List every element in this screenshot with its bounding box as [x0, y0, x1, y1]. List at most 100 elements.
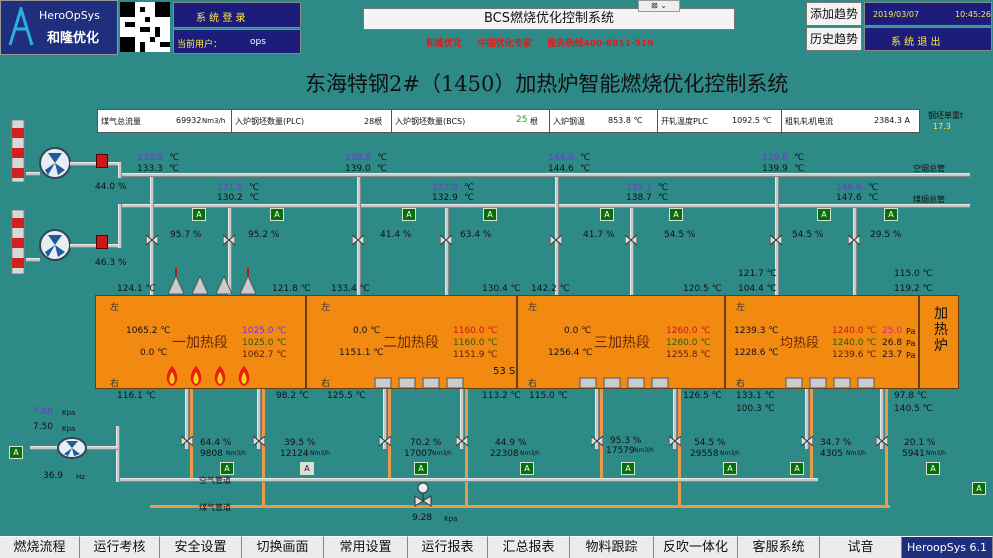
seg-pv2: 1151.9 ℃ [453, 350, 498, 360]
pressure-pv1: 26.8 [882, 338, 903, 348]
side-left: 左 [321, 303, 331, 313]
a-mode-button[interactable]: A [220, 462, 234, 475]
a-mode-button[interactable]: A [790, 462, 804, 475]
a-mode-button[interactable]: A [483, 208, 497, 221]
air-main-label: 空烟总管 [913, 164, 945, 173]
mid-temp-pv: 132.9 [432, 193, 458, 203]
valve-icon[interactable] [668, 434, 682, 448]
side-right: 右 [736, 379, 746, 389]
a-mode-button[interactable]: A [817, 208, 831, 221]
seg-temp-1: 1239.3 ℃ [734, 326, 779, 336]
chevron-down-icon[interactable]: ⊠ ⌄ [651, 1, 667, 10]
pressure-sp: 7.80 [33, 407, 54, 417]
flow-unit: Nm3/h [310, 450, 330, 457]
valve-icon[interactable] [145, 233, 159, 247]
segment-1[interactable]: 左 右 1065.2 ℃ 0.0 ℃ 一加热段 1025.0 ℃ 1025.0 … [95, 295, 306, 389]
valve-icon[interactable] [875, 434, 889, 448]
valve-icon[interactable] [455, 434, 469, 448]
segment-2[interactable]: 左 右 0.0 ℃ 1151.1 ℃ 二加热段 1160.0 ℃ 1160.0 … [306, 295, 517, 389]
nav-material-tracking[interactable]: 物料跟踪 [570, 536, 654, 558]
a-mode-button[interactable]: A [520, 462, 534, 475]
valve-icon[interactable] [624, 233, 638, 247]
side-temp: 121.7 ℃ [738, 269, 777, 279]
burner-group [576, 376, 672, 390]
nav-run-report[interactable]: 运行报表 [408, 536, 488, 558]
nav-switch-screen[interactable]: 切换画面 [242, 536, 324, 558]
valve-icon[interactable] [847, 233, 861, 247]
valve-pct: 41.7 % [583, 230, 615, 240]
top-temp-sp: 139.8 [762, 153, 788, 163]
chimney-2-icon [10, 209, 26, 275]
fan-2-icon[interactable] [38, 228, 72, 262]
valve-icon[interactable] [549, 233, 563, 247]
valve-icon[interactable] [252, 434, 266, 448]
plc-count-value: 28根 [364, 117, 383, 126]
bcs-count-unit: 根 [530, 117, 538, 126]
side-temp: 100.3 ℃ [736, 404, 775, 414]
flow-pct: 20.1 % [904, 438, 936, 448]
a-mode-button[interactable]: A [884, 208, 898, 221]
a-mode-button[interactable]: A [723, 462, 737, 475]
time-text: 10:45:26 [955, 10, 991, 19]
nav-summary-report[interactable]: 汇总报表 [488, 536, 570, 558]
nav-blowback[interactable]: 反吹一体化 [654, 536, 738, 558]
unit: ℃ [169, 164, 180, 174]
a-mode-button[interactable]: A [414, 462, 428, 475]
history-trend-button[interactable]: 历史趋势 [806, 27, 862, 51]
slogan-2: 中国优化专家 [477, 39, 532, 49]
valve-icon[interactable] [769, 233, 783, 247]
flow-unit: Nm3/h [926, 450, 946, 457]
valve-icon[interactable] [800, 434, 814, 448]
a-mode-button[interactable]: A [192, 208, 206, 221]
fan-1-icon[interactable] [38, 146, 72, 180]
gas-main-label: 煤烟总管 [913, 195, 945, 204]
valve-icon[interactable] [222, 233, 236, 247]
a-mode-button[interactable]: A [270, 208, 284, 221]
info-strip: 煤气总流量 69932 Nm3/h 入炉钢坯数量(PLC) 28根 入炉钢坯数量… [97, 109, 920, 133]
a-mode-button[interactable]: A [621, 462, 635, 475]
a-mode-button[interactable]: A [402, 208, 416, 221]
a-mode-button[interactable]: A [972, 482, 986, 495]
nav-common-settings[interactable]: 常用设置 [324, 536, 408, 558]
valve-icon[interactable] [590, 434, 604, 448]
flow-value: 29558 [690, 449, 719, 459]
nav-security[interactable]: 安全设置 [160, 536, 242, 558]
nav-burn-flow[interactable]: 燃烧流程 [0, 536, 80, 558]
nav-assessment[interactable]: 运行考核 [80, 536, 160, 558]
a-mode-button[interactable]: A [600, 208, 614, 221]
valve-icon[interactable] [378, 434, 392, 448]
gas-pressure: 9.28 [412, 513, 433, 523]
add-trend-button[interactable]: 添加趋势 [806, 2, 862, 26]
exit-button[interactable]: 系 统 退 出 [864, 27, 992, 51]
unit: ℃ [377, 164, 388, 174]
gas-main-valve-icon[interactable] [414, 482, 432, 510]
slogan: 和隆优化 中国优化专家 服务热线400-8811-519 [426, 36, 653, 49]
fan-3-icon[interactable] [56, 436, 88, 460]
unit: ℃ [464, 183, 475, 193]
a-mode-button[interactable]: A [926, 462, 940, 475]
valve-icon[interactable] [351, 233, 365, 247]
pressure-unit: Kpa [62, 409, 76, 417]
a-mode-button[interactable]: A [9, 446, 23, 459]
damper-1-icon[interactable] [96, 154, 108, 168]
flow-pct: 54.5 % [694, 438, 726, 448]
flow-unit: Nm3/h [520, 450, 540, 457]
status-seconds: 53 S [493, 366, 516, 377]
damper-2-icon[interactable] [96, 235, 108, 249]
valve-icon[interactable] [439, 233, 453, 247]
mid-temp-sp: 146.6 [836, 183, 862, 193]
a-mode-button[interactable]: A [669, 208, 683, 221]
fan-1-pct: 44.0 % [95, 182, 127, 192]
login-button[interactable]: 系 统 登 录 [173, 2, 301, 28]
nav-support[interactable]: 客服系统 [738, 536, 820, 558]
unit: ℃ [794, 164, 805, 174]
segment-4[interactable]: 左 右 1239.3 ℃ 1228.6 ℃ 均热段 1240.0 ℃ 1240.… [725, 295, 919, 389]
steel-temp-label: 入炉钢温 [553, 117, 585, 126]
valve-icon[interactable] [180, 434, 194, 448]
segment-3[interactable]: 左 右 0.0 ℃ 1256.4 ℃ 三加热段 1260.0 ℃ 1260.0 … [517, 295, 725, 389]
nav-sound-test[interactable]: 试音 [820, 536, 902, 558]
side-temp: 133.1 ℃ [736, 391, 775, 401]
burner-flame-group [160, 364, 256, 388]
a-mode-button-manual[interactable]: A [300, 462, 314, 475]
title-controls[interactable]: ⊠ ⌄ [638, 0, 680, 12]
